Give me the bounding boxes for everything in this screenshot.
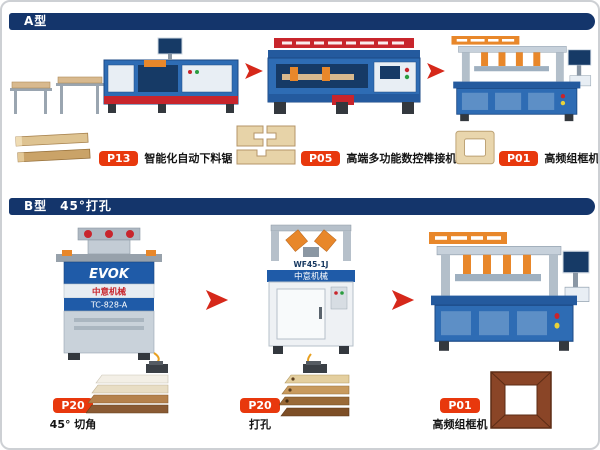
foot-pedal xyxy=(146,352,168,373)
step-label: 智能化自动下料锯 xyxy=(144,152,233,165)
machine-evok-45-cutter-illustration: EVOK 中意机械 TC-828-A xyxy=(54,226,172,374)
flow-arrow-icon xyxy=(427,63,445,79)
section-a-title: A型 xyxy=(24,14,48,28)
product-assembled-frame xyxy=(489,370,553,430)
section-b-header: B型 45°打孔 xyxy=(9,198,595,215)
infeed-conveyor xyxy=(10,76,104,114)
evok-brand-text: EVOK xyxy=(89,267,130,282)
step-label: 45° 切角 xyxy=(49,418,97,431)
wf45-model-text: WF45-1J xyxy=(294,260,329,269)
step-b3: P01 高频组框机 xyxy=(420,398,500,432)
machine-wf45-driller-illustration: WF45-1J 中意机械 xyxy=(259,223,363,375)
flow-arrow-icon xyxy=(205,290,229,310)
product-wood-planks xyxy=(14,129,94,167)
machine-cnc-tenoner-illustration xyxy=(266,38,422,120)
page-code-tag: P05 xyxy=(301,150,341,166)
base-cabinet xyxy=(63,310,155,360)
page-code-tag: P01 xyxy=(440,398,480,413)
product-mitered-mouldings xyxy=(86,373,170,417)
foot-pedal xyxy=(303,353,327,373)
step-label: 打孔 xyxy=(249,418,271,431)
step-label: 高端多功能数控榫接机 xyxy=(346,152,457,165)
page-code-tag: P13 xyxy=(99,150,139,166)
machine-cutting-saw-illustration xyxy=(8,36,242,124)
wf45-maker-text: 中意机械 xyxy=(294,271,329,282)
control-panel xyxy=(373,61,417,93)
machine-hf-frame-assembler-illustration xyxy=(425,232,595,352)
product-drilled-mouldings xyxy=(279,373,351,419)
product-tenon-joined-parts xyxy=(233,124,299,168)
product-frame-blank xyxy=(454,129,496,166)
flow-arrow-icon xyxy=(245,63,263,79)
page-code-tag: P01 xyxy=(499,150,539,166)
drill-gantry xyxy=(270,224,352,261)
step-label: 高频组框机 xyxy=(432,418,488,431)
top-banner xyxy=(274,38,414,48)
cnc-tenoner-graphic xyxy=(267,38,421,114)
evok-model-text: TC-828-A xyxy=(90,301,128,310)
hf-frame-assembler-graphic xyxy=(451,36,592,122)
section-b-title: B型 45°打孔 xyxy=(24,199,112,213)
cutting-saw-graphic xyxy=(10,37,239,114)
control-monitor xyxy=(157,37,183,60)
step-label: 高频组框机 xyxy=(544,152,600,165)
step-a1: P13 智能化自动下料锯 xyxy=(99,150,232,166)
section-a-header: A型 xyxy=(9,13,595,30)
cabinet-body xyxy=(268,281,354,347)
work-opening xyxy=(276,64,368,88)
page-code-tag: P20 xyxy=(53,398,93,413)
cutter-head xyxy=(77,227,141,255)
page-code-tag: P20 xyxy=(240,398,280,413)
evok-cutter-graphic: EVOK 中意机械 TC-828-A xyxy=(56,227,168,373)
control-pendant xyxy=(330,286,348,310)
step-a2: P05 高端多功能数控榫接机 xyxy=(301,150,456,166)
step-a3: P01 高频组框机 xyxy=(499,150,600,166)
hf-frame-assembler-graphic xyxy=(428,232,590,352)
step-b1: P20 45° 切角 xyxy=(34,398,112,432)
step-b2: P20 打孔 xyxy=(228,398,292,432)
flow-arrow-icon xyxy=(391,290,415,310)
saw-main-body xyxy=(103,59,239,105)
machine-hf-frame-assembler-illustration xyxy=(448,36,596,122)
wf45-driller-graphic: WF45-1J 中意机械 xyxy=(267,224,355,373)
evok-maker-text: 中意机械 xyxy=(92,287,127,298)
